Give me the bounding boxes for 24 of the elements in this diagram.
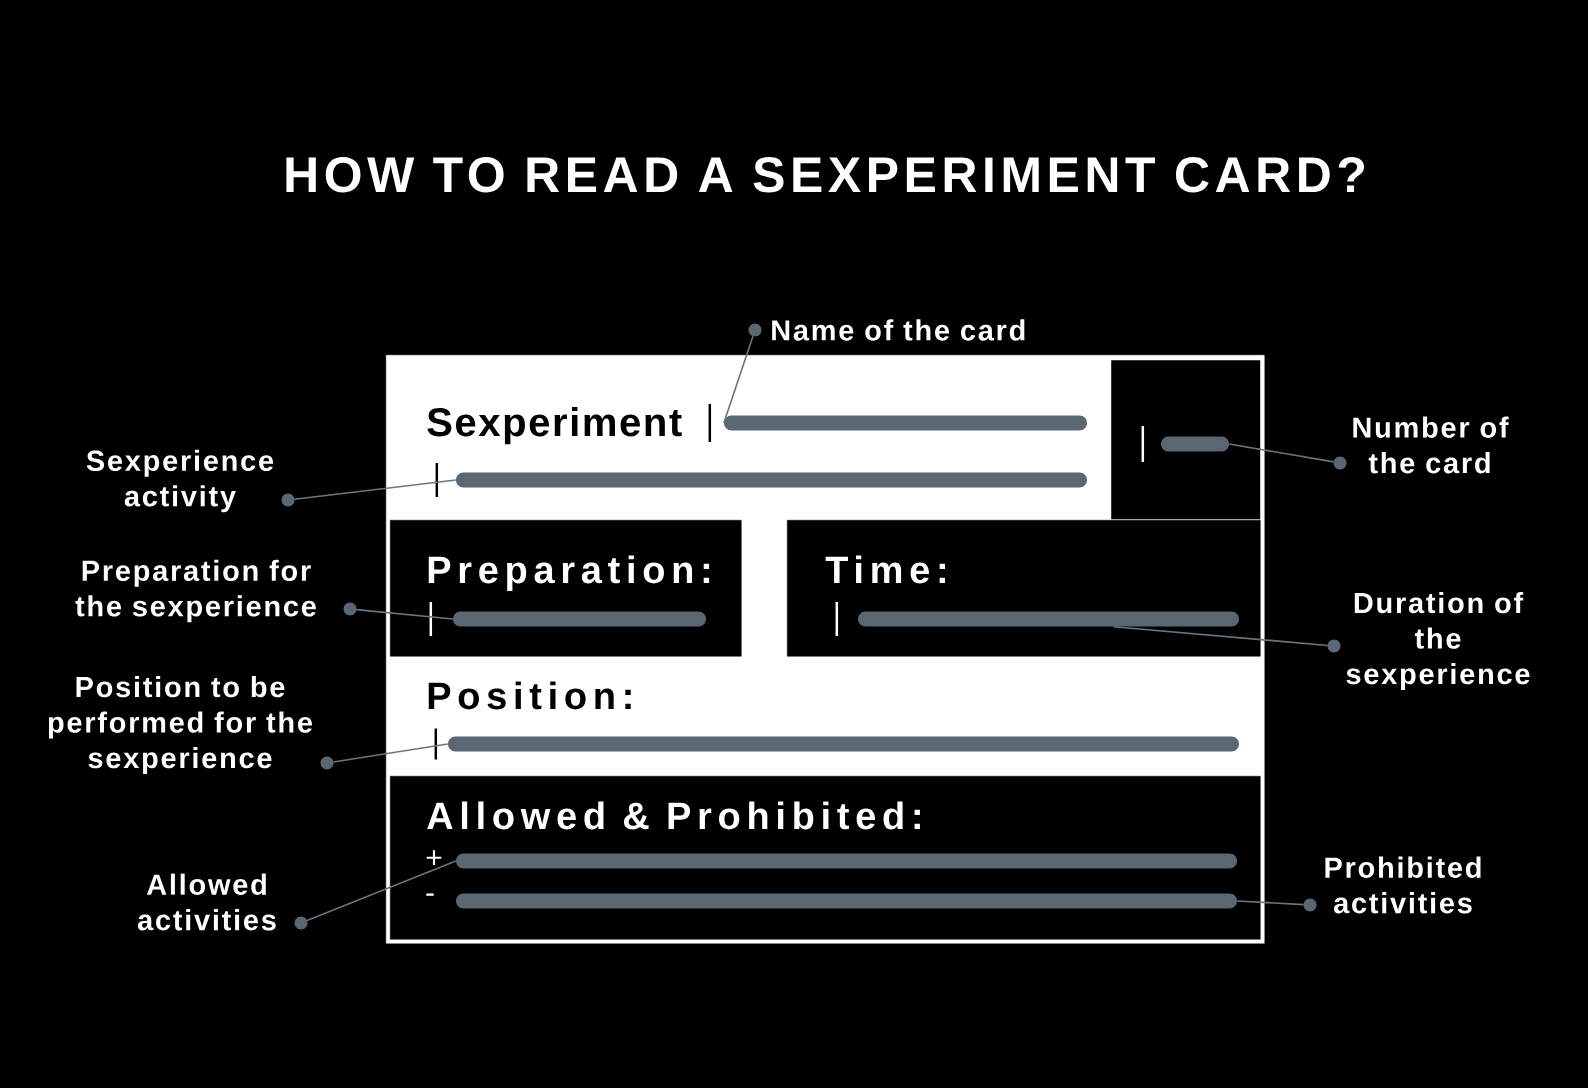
section-heading: Position:: [428, 681, 631, 710]
title: HOW TO READ A SEXPERIMENT CARD?: [286, 157, 1364, 193]
callout-label: Name of the card: [772, 319, 1025, 341]
callout-label: Allowed activities: [137, 873, 276, 931]
section-panel: [1111, 360, 1261, 520]
card-title: Sexperiment: [427, 407, 682, 445]
callout-label: Position to be performed for the sexperience: [48, 676, 312, 775]
callout-label: Number of the card: [1353, 416, 1509, 474]
section-heading: Time:: [825, 555, 945, 584]
section-heading: Preparation:: [428, 555, 710, 591]
section-heading: Allowed & Prohibited:: [427, 801, 920, 830]
list-marker: -: [426, 893, 434, 896]
leader-line: [332, 743, 449, 763]
leader-line: [355, 608, 454, 620]
list-marker: +: [426, 850, 442, 866]
callout-label: Duration of the sexperience: [1346, 592, 1530, 691]
callout-label: Prohibited activities: [1325, 856, 1481, 914]
leader-line: [293, 479, 457, 501]
callout-label: Sexperience activity: [86, 449, 274, 513]
leader-line: [1112, 625, 1329, 647]
callout-label: Preparation for the sexperience: [75, 559, 316, 623]
leader-line: [1236, 900, 1305, 906]
leader-line: [306, 860, 457, 922]
leader-line: [1228, 443, 1335, 463]
